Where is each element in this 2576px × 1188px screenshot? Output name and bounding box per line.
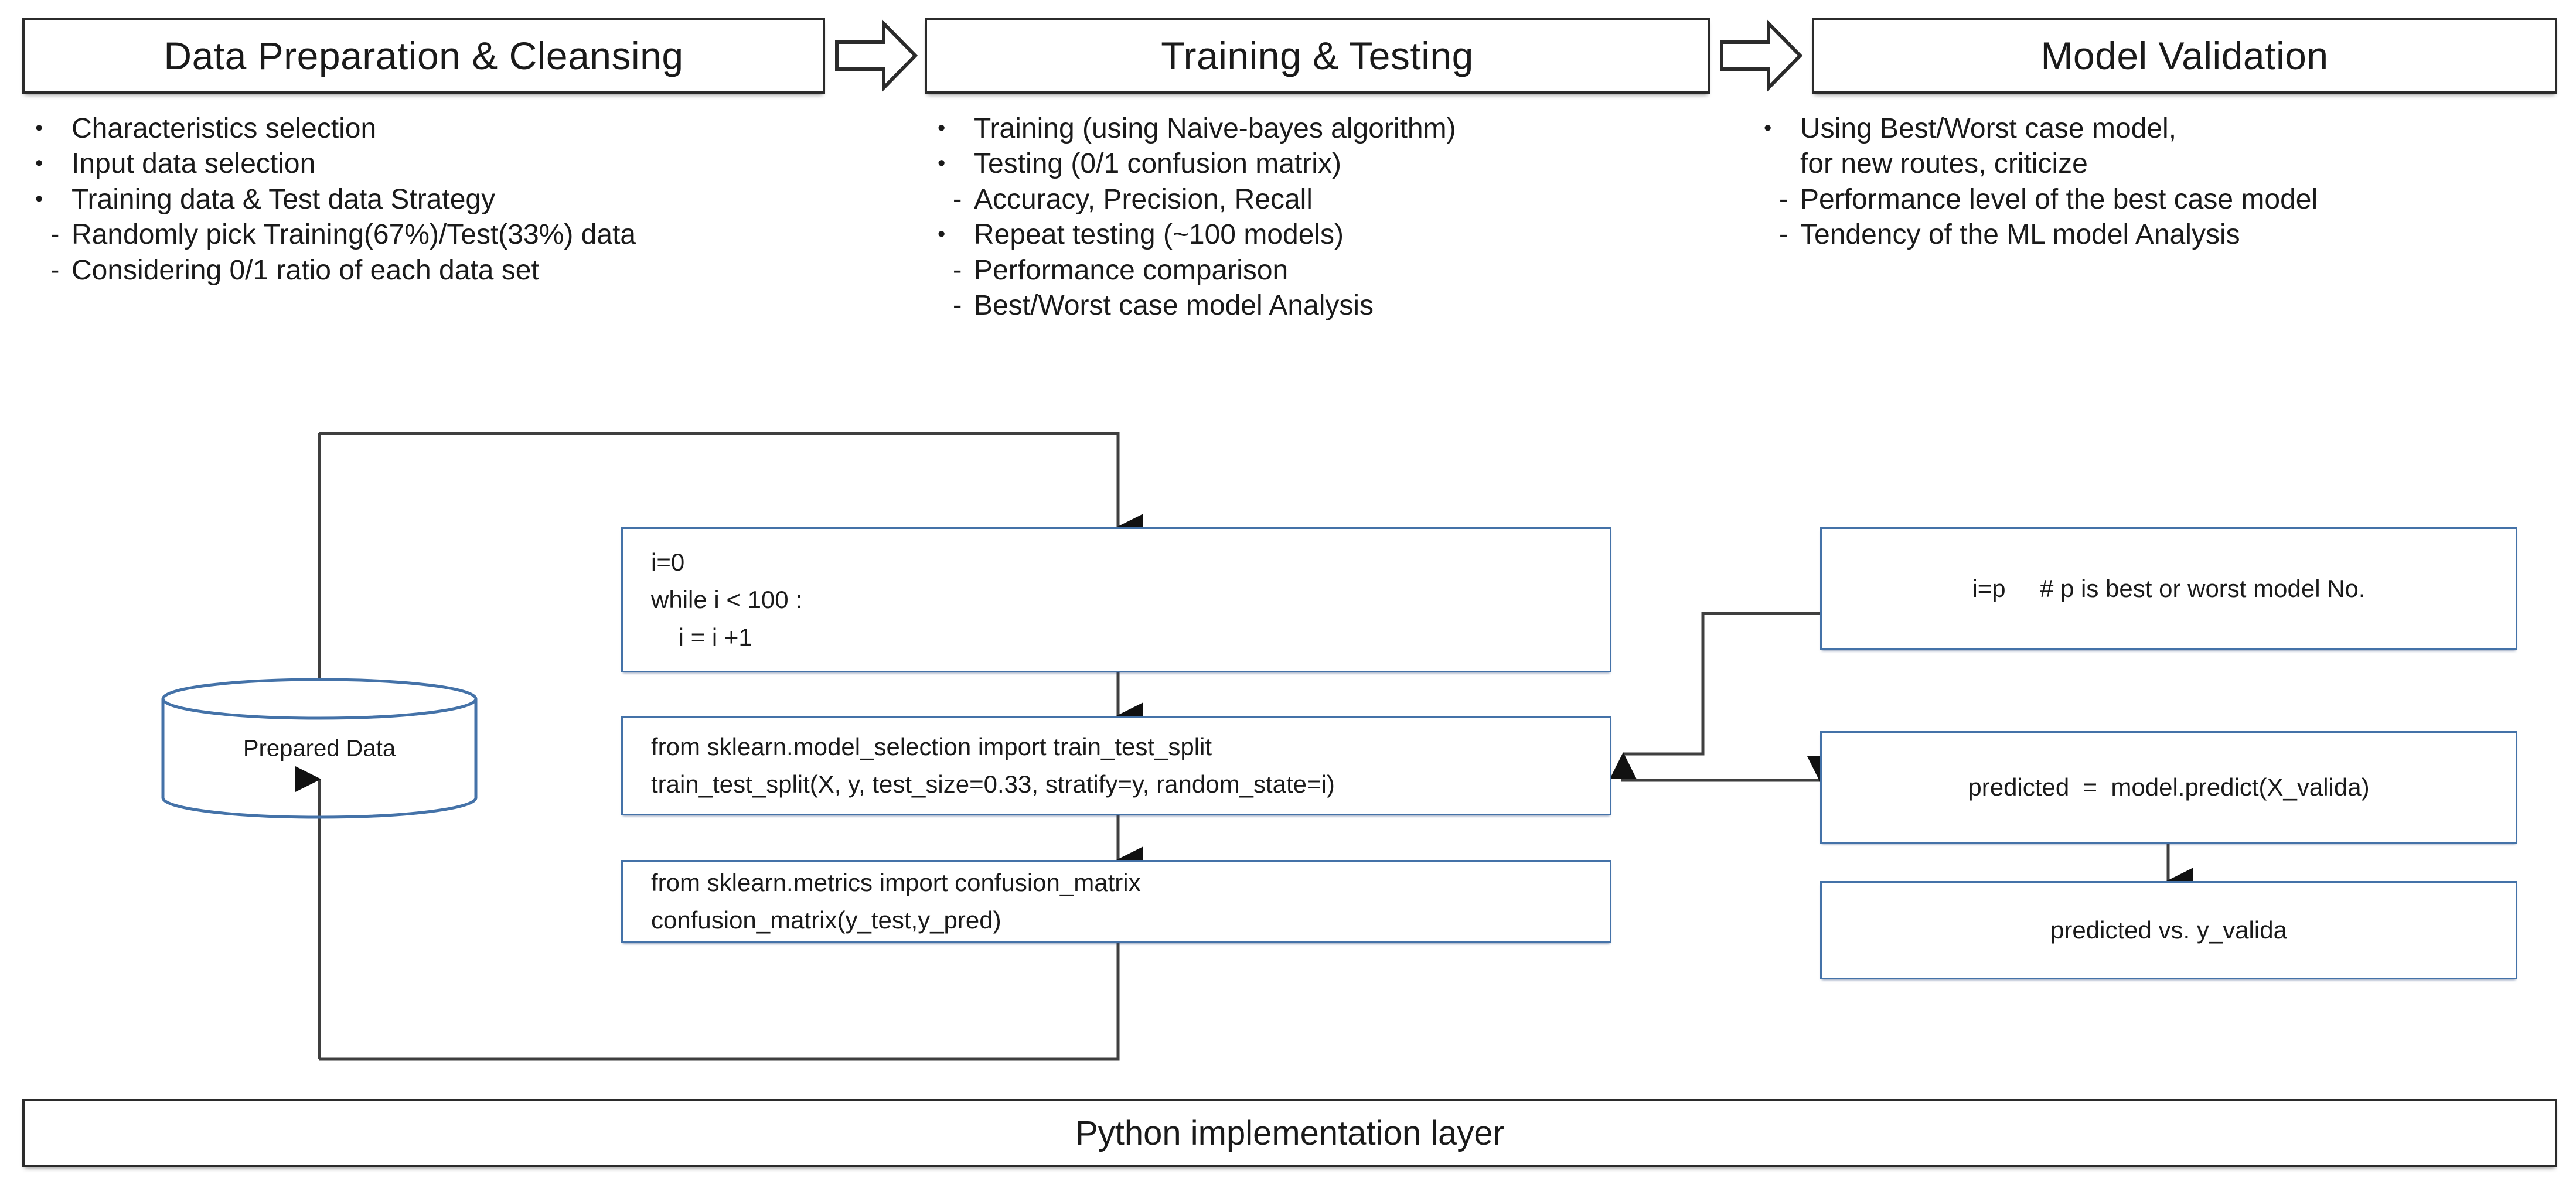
bullet-marker: • [938, 116, 946, 141]
bullet-item: • Training data & Test data Strategy [35, 182, 636, 217]
pick-model-text: i=p # p is best or worst model No. [1972, 575, 2366, 602]
bullet-text: Performance level of the best case model [1800, 183, 2318, 215]
flow-box-predict: predicted = model.predict(X_valida) [1820, 731, 2517, 844]
bullet-item: • Using Best/Worst case model, [1764, 111, 2318, 146]
bullet-text: Randomly pick Training(67%)/Test(33%) da… [71, 219, 636, 251]
bullet-marker: - [953, 183, 962, 214]
bullet-item: • Repeat testing (~100 models) [938, 217, 1456, 252]
bullet-item: - Accuracy, Precision, Recall [938, 182, 1456, 217]
flow-box-pick-model: i=p # p is best or worst model No. [1820, 527, 2517, 650]
connector-pick-to-split [1610, 612, 1820, 779]
predict-text: predicted = model.predict(X_valida) [1968, 773, 2370, 801]
bullet-item: for new routes, criticize [1764, 146, 2318, 182]
bullet-marker: • [938, 151, 946, 176]
bullet-marker: - [953, 289, 962, 320]
bullet-item: - Performance comparison [938, 253, 1456, 288]
confusion-code-text: from sklearn.metrics import confusion_ma… [651, 869, 1141, 934]
datastore-label: Prepared Data [243, 735, 396, 761]
bullet-text: Training data & Test data Strategy [71, 183, 496, 215]
bullet-text: Characteristics selection [71, 113, 377, 144]
phase-header-training-testing: Training & Testing [925, 18, 1710, 94]
phase-header-model-validation: Model Validation [1812, 18, 2557, 94]
bullet-text: Input data selection [71, 148, 316, 180]
bullet-item: • Characteristics selection [35, 111, 636, 146]
bullet-item: - Randomly pick Training(67%)/Test(33%) … [35, 217, 636, 252]
bullet-item: • Training (using Naive-bayes algorithm) [938, 111, 1456, 146]
phase-title: Model Validation [2040, 34, 2329, 77]
bullet-text: Best/Worst case model Analysis [974, 290, 1374, 322]
bullet-item: - Considering 0/1 ratio of each data set [35, 253, 636, 288]
connector-loop-bottom [319, 943, 1120, 1061]
bullet-item: - Tendency of the ML model Analysis [1764, 217, 2318, 252]
connector-loop-top [319, 432, 1143, 541]
loop-code-text: i=0 while i < 100 : i = i +1 [651, 548, 802, 651]
cylinder-icon [161, 678, 478, 819]
bullet-text: Tendency of the ML model Analysis [1800, 219, 2240, 251]
bullet-marker: • [35, 151, 43, 176]
bullet-marker: • [35, 116, 43, 141]
bullet-marker: - [50, 219, 60, 250]
flow-box-loop: i=0 while i < 100 : i = i +1 [621, 527, 1611, 672]
bullet-marker: - [1779, 183, 1788, 214]
bullet-marker: • [1764, 116, 1772, 141]
bullet-marker: • [35, 186, 43, 211]
bullet-text: Accuracy, Precision, Recall [974, 183, 1313, 215]
bullet-marker: - [50, 254, 60, 285]
bullet-item: • Testing (0/1 confusion matrix) [938, 146, 1456, 182]
bullet-item: - Performance level of the best case mod… [1764, 182, 2318, 217]
bullet-text: Using Best/Worst case model, [1800, 113, 2177, 144]
block-arrow-right-icon-2 [1717, 19, 1805, 93]
bullet-text: Testing (0/1 confusion matrix) [974, 148, 1341, 180]
footer-python-layer: Python implementation layer [22, 1099, 2557, 1167]
compare-text: predicted vs. y_valida [2050, 916, 2287, 944]
footer-label: Python implementation layer [1075, 1114, 1504, 1152]
bullet-text: Performance comparison [974, 254, 1289, 286]
phase-title: Training & Testing [1161, 34, 1474, 77]
bullet-list-data-preparation: • Characteristics selection • Input data… [35, 111, 636, 288]
block-arrow-right-icon-1 [832, 19, 920, 93]
bullet-marker: - [953, 254, 962, 285]
phase-header-data-preparation: Data Preparation & Cleansing [22, 18, 825, 94]
split-code-text: from sklearn.model_selection import trai… [651, 733, 1335, 798]
bullet-text: Considering 0/1 ratio of each data set [71, 254, 539, 286]
bullet-list-model-validation: • Using Best/Worst case model, for new r… [1764, 111, 2318, 253]
phase-title: Data Preparation & Cleansing [163, 34, 684, 77]
bullet-item: - Best/Worst case model Analysis [938, 288, 1456, 323]
flow-box-train-test-split: from sklearn.model_selection import trai… [621, 716, 1611, 815]
bullet-item: • Input data selection [35, 146, 636, 182]
bullet-text: Training (using Naive-bayes algorithm) [974, 113, 1456, 144]
bullet-marker: • [938, 222, 946, 247]
flow-box-confusion-matrix: from sklearn.metrics import confusion_ma… [621, 860, 1611, 943]
bullet-marker: - [1779, 219, 1788, 250]
bullet-text: Repeat testing (~100 models) [974, 219, 1344, 251]
flow-box-compare: predicted vs. y_valida [1820, 881, 2517, 979]
bullet-list-training-testing: • Training (using Naive-bayes algorithm)… [938, 111, 1456, 324]
bullet-text: for new routes, criticize [1800, 148, 2088, 180]
datastore-prepared-data: Prepared Data [158, 677, 481, 820]
